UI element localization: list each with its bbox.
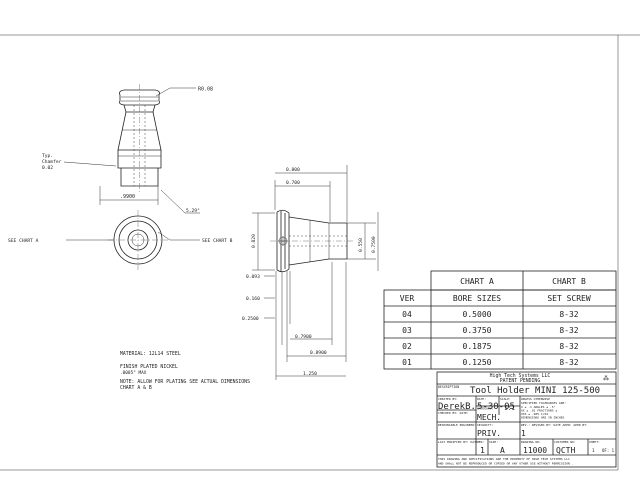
- col-set-screw: SET SCREW: [547, 294, 591, 303]
- see-chart-a-callout: SEE CHART A: [8, 238, 39, 244]
- title-block: High Tech Systems LLC PATENT PENDING ⁂ D…: [436, 371, 617, 468]
- dim-0700: 0.700: [286, 180, 300, 186]
- scale-label: SCALE:: [500, 397, 511, 401]
- patent-pending: PATENT PENDING: [500, 378, 541, 384]
- note-finish-max: .0005" MAX: [120, 370, 147, 376]
- tolerance-line-5: XXX ± .005 1/64: [521, 412, 548, 416]
- tolerance-line-3: X ± .1 ANGLES ± .5°: [521, 405, 556, 409]
- date-value: 5-30-05: [477, 402, 515, 412]
- chart-a-header: CHART A: [460, 277, 494, 286]
- dim-0750: 0.7500: [371, 236, 377, 253]
- drawing-no-label: DRAWING NO:: [521, 440, 541, 444]
- material-notes: MATERIAL: 12L14 STEEL FINISH PLATED NICK…: [120, 351, 250, 391]
- chamfer-callout-3: 0.02: [42, 165, 53, 171]
- row-ver: 03: [402, 326, 412, 335]
- see-chart-b-callout: SEE CHART B: [202, 238, 233, 244]
- sheet-label: SHEET:: [589, 440, 600, 444]
- description-value: Tool Holder MINI 125-500: [470, 386, 600, 396]
- dim-0790: 0.7900: [295, 334, 312, 340]
- row-bore: 0.5000: [463, 310, 492, 319]
- dim-0890: 0.8900: [310, 350, 327, 356]
- created-by-value: DerekB.: [438, 402, 476, 412]
- ver-label: VER:: [477, 440, 484, 444]
- company-name: High Tech Systems LLC: [490, 373, 551, 379]
- dim-1250: 1.250: [303, 371, 317, 377]
- dim-0550: 0.550: [358, 238, 364, 252]
- row-bore: 0.1250: [463, 358, 492, 367]
- tolerance-line-6: DIMENSIONS ARE IN INCHES: [521, 416, 565, 420]
- date-label: DATE:: [477, 397, 486, 401]
- row-screw: 8-32: [559, 310, 578, 319]
- radius-callout: R0.08: [198, 87, 213, 93]
- row-ver: 04: [402, 310, 412, 319]
- category-value: MECH.: [477, 413, 501, 422]
- footer-line-2: AND SHALL NOT BE REPRODUCED OR COPIED OR…: [438, 462, 574, 466]
- logo-icon: ⁂: [603, 375, 609, 382]
- dim-9900: .9900: [120, 194, 135, 200]
- customer-no-value: QCTH: [556, 446, 575, 455]
- description-label: DESCRIPTION: [438, 385, 459, 389]
- revision-label: REV.: REVISED BY: DATE APPR: APPR BY:: [521, 423, 588, 427]
- row-screw: 8-32: [559, 326, 578, 335]
- drawing-no-value: 11000: [523, 446, 547, 455]
- modified-by-label: LAST MODIFIED BY: DATE:: [438, 440, 480, 444]
- col-bore-sizes: BORE SIZES: [453, 294, 501, 303]
- angle-callout: 5.29°: [186, 208, 200, 214]
- checked-by-label: CHECKED BY: DATE:: [438, 411, 469, 415]
- front-view: R0.08 Typ. Chamfer 0.02 .9900 5.29°: [42, 84, 213, 214]
- customer-no-label: CUSTOMER NO:: [554, 440, 576, 444]
- note-material: MATERIAL: 12L14 STEEL: [120, 351, 181, 357]
- revision-value: 1: [521, 429, 526, 438]
- scale-value: 1:1: [504, 405, 515, 412]
- sheet-of: OF: 1: [602, 448, 615, 453]
- dim-0093: 0.093: [246, 274, 260, 280]
- size-value: A: [500, 446, 505, 455]
- note-plating-charts: CHART A & B: [120, 385, 152, 391]
- security-label: SECURITY:: [477, 423, 493, 427]
- chamfer-callout-2: Chamfer: [42, 159, 62, 165]
- ver-value: 1: [480, 446, 485, 455]
- tolerance-line-1: UNLESS OTHERWISE: [521, 397, 550, 401]
- created-by-label: CREATED BY:: [438, 397, 458, 401]
- row-screw: 8-32: [559, 342, 578, 351]
- category-label: CATEGORY:: [477, 407, 493, 411]
- size-label: SIZE:: [489, 440, 498, 444]
- dim-0250: 0.2500: [242, 316, 259, 322]
- dim-0820: 0.820: [251, 234, 257, 248]
- chart-b-header: CHART B: [552, 277, 586, 286]
- engineer-label: RESPONSIBLE ENGINEER:: [438, 423, 476, 427]
- row-bore: 0.1875: [463, 342, 492, 351]
- chart-table: CHART A CHART B VER BORE SIZES SET SCREW…: [383, 270, 617, 370]
- dim-0800: 0.800: [286, 167, 300, 173]
- row-ver: 02: [402, 342, 412, 351]
- end-view: SEE CHART A SEE CHART B: [8, 210, 233, 270]
- footer-line-1: THIS DRAWING AND SPECIFICATIONS ARE THE …: [438, 457, 570, 461]
- col-ver: VER: [400, 294, 415, 303]
- tolerance-line-2: SPECIFIED TOLERANCES ARE:: [521, 401, 566, 405]
- row-ver: 01: [402, 358, 412, 367]
- tolerance-line-4: XX ± .01 FRACTIONS ±: [521, 409, 557, 413]
- note-finish: FINISH PLATED NICKEL: [120, 364, 178, 370]
- side-view: 0.800 0.700 0.820 0.550 0.7500 0.093 0.1…: [242, 165, 379, 380]
- row-bore: 0.3750: [463, 326, 492, 335]
- chamfer-callout-1: Typ.: [42, 153, 53, 159]
- sheet-value: 1: [592, 448, 595, 454]
- security-value: PRIV.: [477, 429, 501, 438]
- row-screw: 8-32: [559, 358, 578, 367]
- note-plating: NOTE: ALLOW FOR PLATING SEE ACTUAL DIMEN…: [120, 379, 250, 385]
- dim-0160: 0.160: [246, 296, 260, 302]
